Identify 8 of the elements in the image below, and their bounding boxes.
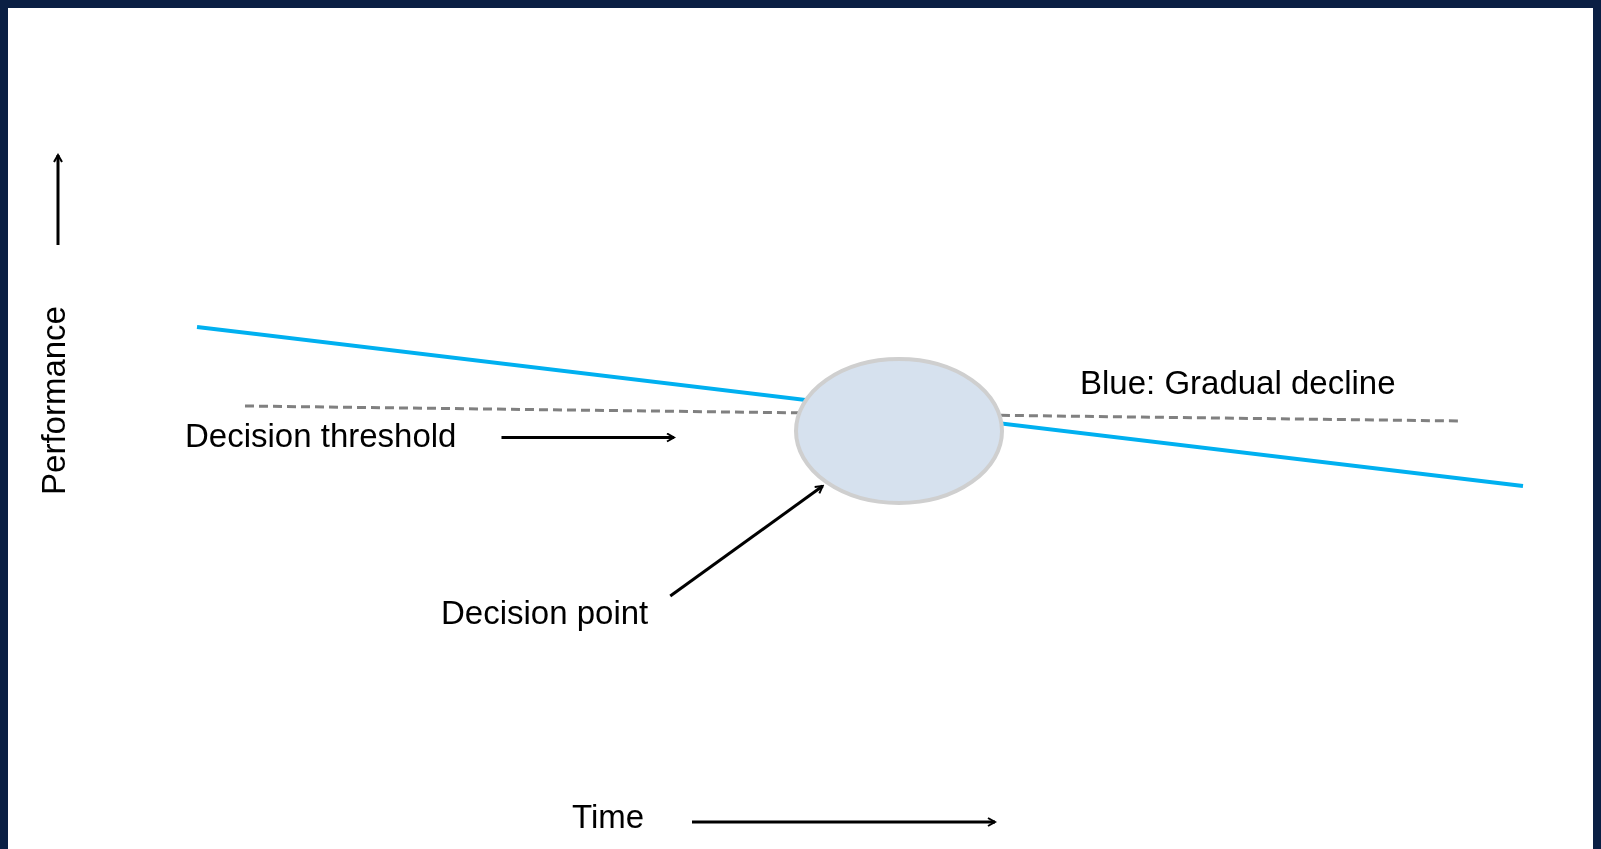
highlight-ellipse (794, 357, 1004, 505)
callout-text: Decision point (441, 596, 649, 629)
line-label: Blue: Gradual decline (1080, 366, 1396, 399)
arrow (669, 484, 824, 598)
callout-text: Decision threshold (185, 419, 457, 452)
axis-label: Time (572, 800, 645, 833)
axis-label: Performance (36, 305, 70, 495)
arrow (501, 432, 675, 443)
